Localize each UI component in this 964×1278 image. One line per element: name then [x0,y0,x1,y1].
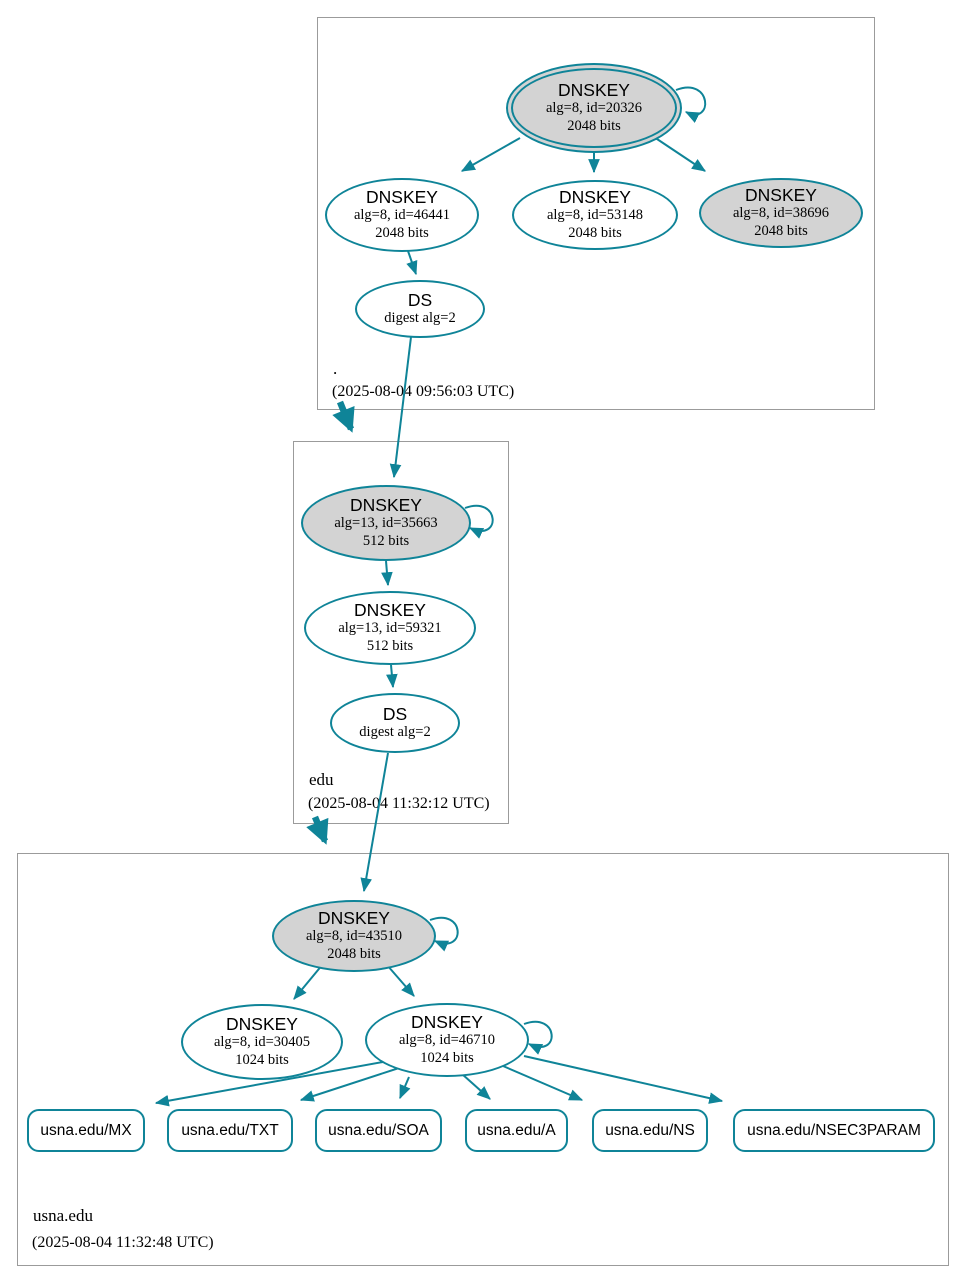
node-title: DS [382,704,408,725]
node-detail: digest alg=2 [359,724,431,741]
zone-timestamp-edu: (2025-08-04 11:32:12 UTC) [308,795,490,812]
zone-label-edu: edu [309,770,334,789]
node-detail: 512 bits [362,533,410,550]
node-dnskey-46710[interactable]: DNSKEY alg=8, id=46710 1024 bits [365,1003,529,1077]
node-detail: 2048 bits [567,118,621,135]
node-title: DNSKEY [354,600,426,621]
node-detail: 2048 bits [375,225,429,242]
node-dnskey-53148[interactable]: DNSKEY alg=8, id=53148 2048 bits [512,180,678,250]
node-detail: alg=13, id=59321 [338,620,442,637]
rrset-usna-edu-nsec3param[interactable]: usna.edu/NSEC3PARAM [733,1109,935,1152]
node-title: DNSKEY [318,908,390,929]
rrset-usna-edu-mx[interactable]: usna.edu/MX [27,1109,145,1152]
zone-label-usna-edu: usna.edu [33,1206,93,1225]
node-dnskey-20326-ksk[interactable]: DNSKEY alg=8, id=20326 2048 bits [506,63,682,153]
node-ds-root[interactable]: DS digest alg=2 [355,280,485,338]
node-detail: alg=8, id=43510 [305,928,403,945]
node-detail: alg=8, id=46441 [353,207,451,224]
node-title: DS [407,290,433,311]
node-detail: digest alg=2 [384,310,456,327]
node-title: DNSKEY [366,187,438,208]
node-detail: 1024 bits [235,1052,289,1069]
node-dnskey-38696[interactable]: DNSKEY alg=8, id=38696 2048 bits [699,178,863,248]
node-ds-edu[interactable]: DS digest alg=2 [330,693,460,753]
zone-box-root: . (2025-08-04 09:56:03 UTC) [317,17,875,410]
zone-label-root: . [333,359,338,378]
rrset-usna-edu-a[interactable]: usna.edu/A [465,1109,568,1152]
node-detail: alg=13, id=35663 [334,515,438,532]
node-detail: 512 bits [366,638,414,655]
node-detail: 1024 bits [420,1050,474,1067]
node-detail: 2048 bits [754,223,808,240]
node-dnskey-46441[interactable]: DNSKEY alg=8, id=46441 2048 bits [325,178,479,252]
zone-timestamp-root: (2025-08-04 09:56:03 UTC) [332,383,515,400]
node-title: DNSKEY [559,187,631,208]
zone-box-edu: edu (2025-08-04 11:32:12 UTC) [293,441,509,824]
node-title: DNSKEY [558,80,630,101]
rrset-usna-edu-txt[interactable]: usna.edu/TXT [167,1109,293,1152]
node-detail: alg=8, id=30405 [213,1034,311,1051]
node-dnskey-43510-ksk[interactable]: DNSKEY alg=8, id=43510 2048 bits [272,900,436,972]
node-title: DNSKEY [226,1014,298,1035]
node-dnskey-35663-ksk[interactable]: DNSKEY alg=13, id=35663 512 bits [301,485,471,561]
rrset-usna-edu-soa[interactable]: usna.edu/SOA [315,1109,442,1152]
node-title: DNSKEY [745,185,817,206]
node-dnskey-30405[interactable]: DNSKEY alg=8, id=30405 1024 bits [181,1004,343,1080]
node-detail: 2048 bits [568,225,622,242]
node-detail: alg=8, id=38696 [732,205,830,222]
zone-box-usna-edu: usna.edu (2025-08-04 11:32:48 UTC) [17,853,949,1266]
zone-timestamp-usna-edu: (2025-08-04 11:32:48 UTC) [32,1234,214,1251]
node-dnskey-59321[interactable]: DNSKEY alg=13, id=59321 512 bits [304,591,476,665]
node-detail: alg=8, id=20326 [545,100,643,117]
node-detail: alg=8, id=53148 [546,207,644,224]
node-title: DNSKEY [411,1012,483,1033]
node-title: DNSKEY [350,495,422,516]
rrset-usna-edu-ns[interactable]: usna.edu/NS [592,1109,708,1152]
node-detail: 2048 bits [327,946,381,963]
node-detail: alg=8, id=46710 [398,1032,496,1049]
